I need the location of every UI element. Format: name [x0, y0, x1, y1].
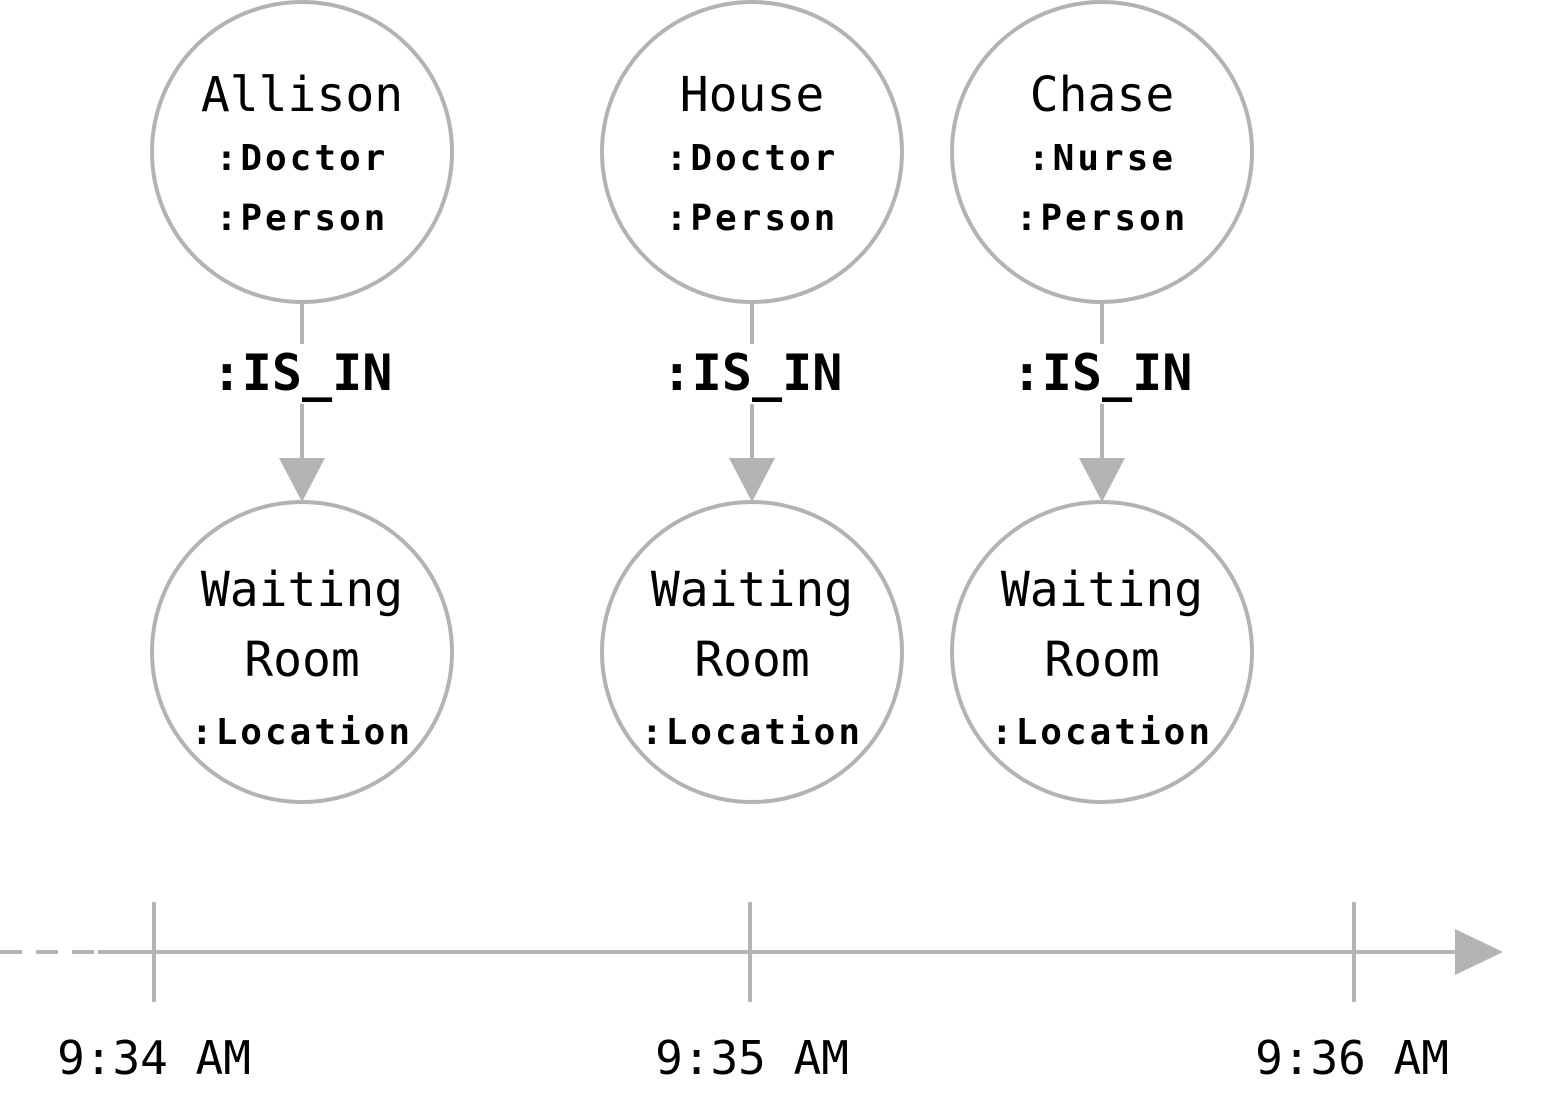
person-name: Chase — [1030, 67, 1175, 123]
location-name-line-1: Waiting — [1001, 562, 1203, 618]
location-label: :Location — [991, 712, 1213, 753]
person-label-type: :Person — [1016, 198, 1189, 239]
location-name-line-2: Room — [694, 632, 810, 688]
timeline-tick-label: 9:34 AM — [57, 1031, 251, 1085]
person-node[interactable]: House :Doctor :Person — [600, 0, 904, 304]
relationship-edge[interactable]: :IS_IN — [1012, 302, 1193, 502]
snapshot-house: House :Doctor :Person :IS_IN Waiting Roo… — [600, 0, 904, 804]
timeline-tick-label: 9:36 AM — [1255, 1031, 1449, 1085]
person-label-type: :Person — [666, 198, 839, 239]
location-label: :Location — [191, 712, 413, 753]
relationship-label: :IS_IN — [662, 344, 843, 402]
timeline: 9:34 AM 9:35 AM 9:36 AM — [0, 902, 1503, 1085]
location-name-line-1: Waiting — [651, 562, 853, 618]
arrowhead-icon — [1079, 458, 1125, 502]
arrowhead-icon — [729, 458, 775, 502]
snapshot-chase: Chase :Nurse :Person :IS_IN Waiting Room… — [950, 0, 1254, 804]
timeline-tick-label: 9:35 AM — [655, 1031, 849, 1085]
person-label-role: :Doctor — [216, 138, 389, 179]
relationship-edge[interactable]: :IS_IN — [662, 302, 843, 502]
person-node[interactable]: Allison :Doctor :Person — [150, 0, 454, 304]
person-name: House — [680, 67, 825, 123]
arrowhead-icon — [279, 458, 325, 502]
person-label-role: :Nurse — [1028, 138, 1176, 179]
relationship-label: :IS_IN — [212, 344, 393, 402]
location-label: :Location — [641, 712, 863, 753]
timeline-arrow-icon — [1455, 929, 1503, 975]
location-node[interactable]: Waiting Room :Location — [950, 500, 1254, 804]
location-name-line-2: Room — [244, 632, 360, 688]
person-label-role: :Doctor — [666, 138, 839, 179]
person-name: Allison — [201, 67, 403, 123]
location-node[interactable]: Waiting Room :Location — [150, 500, 454, 804]
location-name-line-2: Room — [1044, 632, 1160, 688]
location-node[interactable]: Waiting Room :Location — [600, 500, 904, 804]
person-label-type: :Person — [216, 198, 389, 239]
relationship-edge[interactable]: :IS_IN — [212, 302, 393, 502]
relationship-label: :IS_IN — [1012, 344, 1193, 402]
person-node[interactable]: Chase :Nurse :Person — [950, 0, 1254, 304]
snapshot-allison: Allison :Doctor :Person :IS_IN Waiting R… — [150, 0, 454, 804]
location-name-line-1: Waiting — [201, 562, 403, 618]
